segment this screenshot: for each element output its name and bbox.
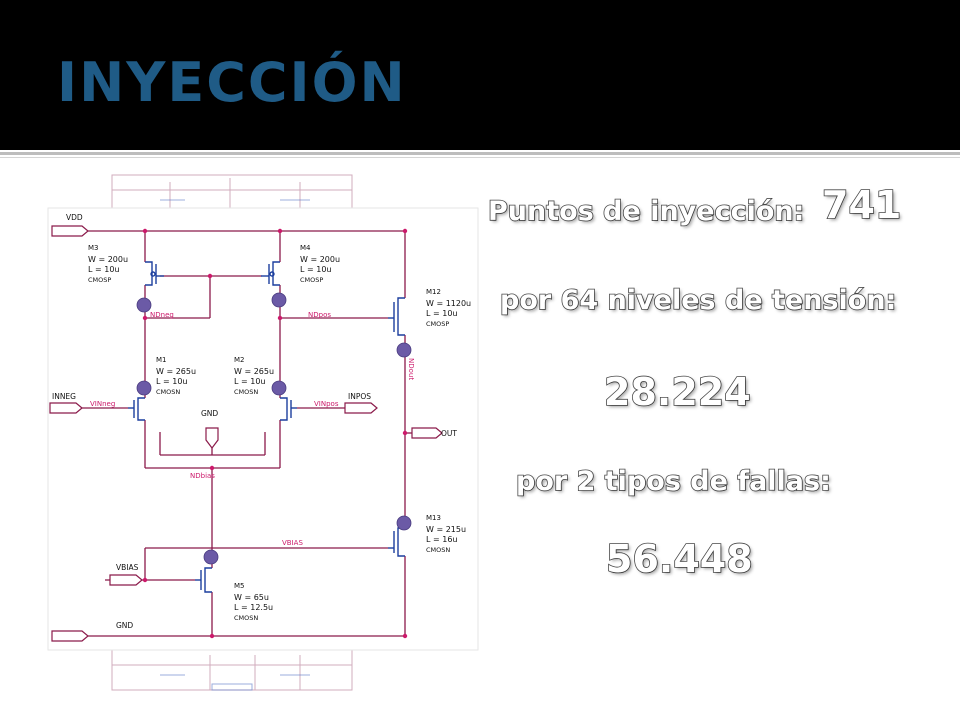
gnd-mid-symbol: [205, 427, 219, 449]
net-label-vinneg: VINneg: [90, 400, 115, 408]
background-schematic: [111, 174, 353, 691]
svg-text:L = 16u: L = 16u: [426, 535, 458, 544]
port-label-inneg: INNEG: [52, 392, 76, 401]
svg-text:W = 215u: W = 215u: [426, 525, 466, 534]
port-label-vdd: VDD: [66, 213, 83, 222]
transistor-label-m2: M2 W = 265u L = 10u CMOSN: [234, 356, 274, 396]
vbias-port: [109, 574, 143, 586]
transistor-label-m3: M3 W = 200u L = 10u CMOSP: [88, 244, 128, 284]
port-label-vbias: VBIAS: [116, 563, 139, 572]
svg-text:M13: M13: [426, 514, 441, 522]
svg-text:W = 200u: W = 200u: [300, 255, 340, 264]
voltage-levels-total: 28.224: [603, 370, 751, 414]
svg-text:W = 200u: W = 200u: [88, 255, 128, 264]
svg-text:W = 265u: W = 265u: [156, 367, 196, 376]
svg-text:CMOSN: CMOSN: [426, 546, 450, 554]
svg-text:L = 10u: L = 10u: [426, 309, 458, 318]
port-label-gnd-mid: GND: [201, 409, 218, 418]
inpos-port: [344, 402, 378, 414]
net-label-ndout: NDout: [407, 358, 415, 380]
svg-text:CMOSN: CMOSN: [234, 614, 258, 622]
svg-text:W = 265u: W = 265u: [234, 367, 274, 376]
transistor-label-m12: M12 W = 1120u L = 10u CMOSP: [426, 288, 471, 328]
port-label-inpos: INPOS: [348, 392, 371, 401]
svg-text:CMOSP: CMOSP: [300, 276, 323, 284]
circuit-schematic: VDD INNEG INPOS OUT VBIAS GND GND NDneg …: [47, 174, 479, 691]
svg-text:M12: M12: [426, 288, 441, 296]
wire-junctions: [142, 228, 408, 639]
svg-text:CMOSN: CMOSN: [156, 388, 180, 396]
svg-text:M2: M2: [234, 356, 245, 364]
net-label-ndbias: NDbias: [190, 472, 215, 480]
net-label-ndpos: NDpos: [308, 311, 331, 319]
svg-text:M4: M4: [300, 244, 311, 252]
fault-types-label: por 2 tipos de fallas:: [515, 466, 831, 497]
fault-types-total: 56.448: [605, 537, 753, 581]
transistor-label-m1: M1 W = 265u L = 10u CMOSN: [156, 356, 196, 396]
svg-text:M3: M3: [88, 244, 99, 252]
svg-text:M1: M1: [156, 356, 167, 364]
svg-text:CMOSN: CMOSN: [234, 388, 258, 396]
voltage-levels-label: por 64 niveles de tensión:: [499, 285, 897, 316]
vdd-port: [51, 225, 89, 237]
svg-text:CMOSP: CMOSP: [426, 320, 449, 328]
title-bar: [0, 0, 960, 150]
title-divider-thin: [0, 157, 960, 158]
title-divider: [0, 152, 960, 155]
svg-text:L = 10u: L = 10u: [156, 377, 188, 386]
svg-text:L = 10u: L = 10u: [234, 377, 266, 386]
svg-text:W = 65u: W = 65u: [234, 593, 269, 602]
injection-points-label: Puntos de inyección:: [487, 196, 805, 227]
svg-text:CMOSP: CMOSP: [88, 276, 111, 284]
injection-points-value: 741: [821, 183, 902, 227]
net-label-vbias: VBIAS: [282, 539, 303, 547]
transistor-label-m4: M4 W = 200u L = 10u CMOSP: [300, 244, 340, 284]
transistor-label-m13: M13 W = 215u L = 16u CMOSN: [426, 514, 466, 554]
svg-text:L = 10u: L = 10u: [300, 265, 332, 274]
port-label-out: OUT: [441, 429, 457, 438]
port-symbols: [49, 225, 443, 642]
svg-text:M5: M5: [234, 582, 245, 590]
injection-markers: [136, 292, 412, 565]
gnd-port: [51, 630, 89, 642]
wires: [80, 230, 412, 637]
svg-text:W = 1120u: W = 1120u: [426, 299, 471, 308]
transistor-symbols: [128, 261, 405, 593]
slide-title: INYECCIÓN: [57, 51, 407, 114]
net-label-ndneg: NDneg: [150, 311, 174, 319]
transistor-label-m5: M5 W = 65u L = 12.5u CMOSN: [234, 582, 273, 622]
svg-text:L = 12.5u: L = 12.5u: [234, 603, 273, 612]
out-port: [411, 427, 443, 439]
port-label-gnd: GND: [116, 621, 133, 630]
inneg-port: [49, 402, 83, 414]
net-label-vinpos: VINpos: [314, 400, 339, 408]
svg-text:L = 10u: L = 10u: [88, 265, 120, 274]
